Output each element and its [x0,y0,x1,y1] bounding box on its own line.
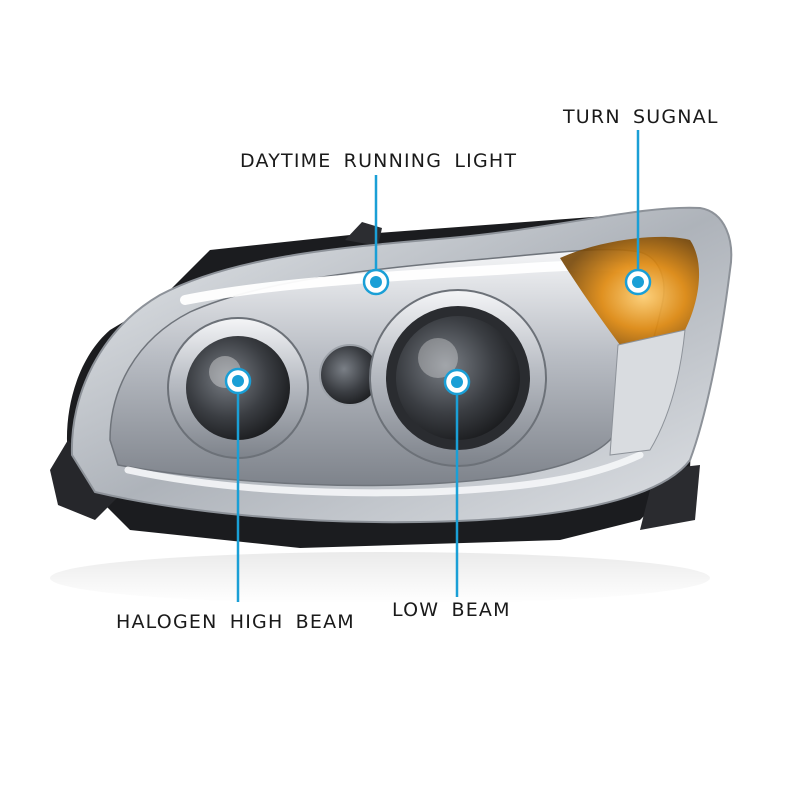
callout-leaders [236,130,640,602]
floor-reflection [50,552,710,604]
drl-light-bar-lower [124,451,644,497]
mounting-tab-top [345,222,382,246]
high-beam-label: HALOGEN HIGH BEAM [116,611,355,633]
callout-dots [224,268,652,396]
low-beam-label: LOW BEAM [392,599,511,621]
drl-label: DAYTIME RUNNING LIGHT [240,150,518,172]
low-beam-dot [443,368,471,396]
turn-signal-label: TURN SUGNAL [563,106,719,128]
high-beam-dot [224,367,252,395]
turn-dot [624,268,652,296]
mounting-bracket-left [50,440,120,520]
low-beam-highlight [418,338,458,378]
drl-dot [362,268,390,296]
turn-signal-side [609,329,686,456]
